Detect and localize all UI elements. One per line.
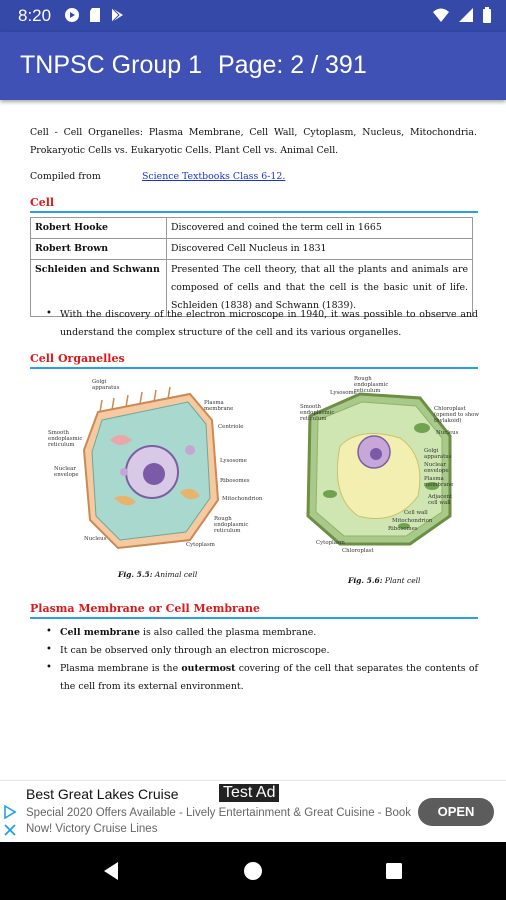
signal-icon: [459, 8, 473, 22]
animal-caption-text: Animal cell: [154, 570, 198, 579]
table-cell-desc: Presented The cell theory, that all the …: [166, 259, 473, 317]
animal-label-golgi: Golgi apparatus: [92, 379, 120, 391]
bullet-marker: •: [46, 308, 52, 319]
compiled-from-line: Compiled from Science Textbooks Class 6-…: [30, 168, 477, 186]
plant-label-lysosome: Lysosome: [330, 390, 357, 396]
back-icon[interactable]: [100, 859, 124, 883]
status-notification-icons: [64, 7, 124, 23]
recents-icon[interactable]: [382, 859, 406, 883]
status-bar: 8:20: [0, 0, 506, 32]
membrane-bullet-1: Cell membrane is also called the plasma …: [60, 624, 478, 642]
membrane-bullet-3: Plasma membrane is the outermost coverin…: [60, 660, 478, 696]
animal-label-centriole: Centriole: [218, 424, 244, 430]
table-cell-desc: Discovered Cell Nucleus in 1831: [166, 238, 473, 260]
bullet-marker: •: [46, 644, 52, 655]
plant-label-nucleus: Nucleus: [436, 430, 459, 436]
animal-cell-caption: Fig. 5.5: Animal cell: [118, 570, 197, 579]
animal-label-plasma: Plasma membrane: [204, 400, 234, 412]
page-indicator: Page: 2 / 391: [218, 51, 367, 79]
plant-cell-illustration: [306, 392, 452, 546]
document-page[interactable]: Cell - Cell Organelles: Plasma Membrane,…: [0, 100, 506, 780]
plant-label-rough-er: Rough endoplasmic reticulum: [354, 376, 389, 394]
plant-caption-text: Plant cell: [384, 576, 421, 585]
membrane-bullet-2: It can be observed only through an elect…: [60, 645, 330, 656]
status-system-icons: [432, 7, 492, 23]
home-icon[interactable]: [241, 859, 265, 883]
plant-cell-figure: Rough endoplasmic reticulum Lysosome Smo…: [300, 376, 480, 576]
animal-label-smooth-er: Smooth endoplasmic reticulum: [48, 430, 83, 448]
animal-label-rough-er: Rough endoplasmic reticulum: [214, 516, 249, 534]
intro-paragraph: Cell - Cell Organelles: Plasma Membrane,…: [30, 127, 477, 156]
membrane-bullet-1-bold: Cell membrane: [60, 627, 140, 638]
status-time: 8:20: [18, 6, 52, 25]
bullet-marker: •: [46, 662, 52, 673]
app-title: TNPSC Group 1: [20, 51, 203, 79]
animal-cell-figure: Golgi apparatus Plasma membrane Centriol…: [40, 379, 280, 580]
compiled-from-label: Compiled from: [30, 171, 101, 182]
notification-icon: [65, 8, 79, 22]
ad-banner[interactable]: Best Great Lakes Cruise Test Ad Special …: [0, 780, 506, 842]
table-cell-name: Robert Hooke: [30, 217, 167, 239]
cell-history-table: Robert Hooke Discovered and coined the t…: [30, 217, 473, 317]
sd-card-icon: [90, 8, 100, 22]
animal-label-lysosome: Lysosome: [220, 458, 247, 464]
animal-label-nucleus: Nucleus: [84, 536, 107, 542]
plant-label-cell-wall: Cell wall: [404, 510, 428, 516]
plant-label-adjacent-wall: Adjacent cell wall: [428, 494, 453, 506]
plant-label-mitochondrion: Mitochondrion: [392, 518, 433, 524]
section-organelles-title: Cell Organelles: [30, 352, 478, 369]
compiled-source-link[interactable]: Science Textbooks Class 6-12.: [142, 171, 286, 182]
plant-label-cytoplasm: Cytoplasm: [316, 540, 345, 546]
animal-label-ribosomes: Ribosomes: [220, 478, 250, 484]
animal-label-mitochondrion: Mitochondrion: [222, 496, 263, 502]
ad-info-icon[interactable]: [4, 805, 16, 819]
bullet-marker: •: [46, 626, 52, 637]
plant-label-ribosomes: Ribosomes: [388, 526, 418, 532]
membrane-bullet-1-text: is also called the plasma membrane.: [139, 627, 317, 638]
section-cell-title: Cell: [30, 196, 478, 213]
animal-cell-illustration: [82, 386, 220, 550]
plant-label-chloroplast: Chloroplast: [342, 548, 374, 554]
membrane-bullet-3-text-a: Plasma membrane is the: [60, 663, 182, 674]
membrane-bullet-3-text-b: covering of the cell that separates the …: [60, 663, 478, 692]
plant-label-plasma: Plasma membrane: [424, 476, 454, 488]
table-cell-name: Schleiden and Schwann: [30, 259, 167, 317]
plant-label-chloroplast-thylakoid: Chloroplast (opened to show thylakoid): [434, 406, 480, 424]
table-cell-name: Robert Brown: [30, 238, 167, 260]
section-membrane-title: Plasma Membrane or Cell Membrane: [30, 602, 478, 619]
table-row: Robert Brown Discovered Cell Nucleus in …: [30, 238, 473, 260]
ad-body-text[interactable]: Special 2020 Offers Available - Lively E…: [26, 807, 412, 835]
plant-cell-caption: Fig. 5.6: Plant cell: [348, 576, 420, 585]
wifi-icon: [433, 8, 449, 22]
plant-label-nuclear-envelope: Nuclear envelope: [424, 462, 449, 474]
table-row: Schleiden and Schwann Presented The cell…: [30, 259, 473, 317]
ad-headline[interactable]: Best Great Lakes Cruise: [26, 786, 179, 802]
plant-label-smooth-er: Smooth endoplasmic reticulum: [300, 404, 335, 422]
table-row: Robert Hooke Discovered and coined the t…: [30, 217, 473, 239]
ad-test-tag: Test Ad: [219, 784, 280, 802]
microscope-bullet: With the discovery of the electron micro…: [60, 309, 478, 338]
ad-open-button[interactable]: OPEN: [418, 798, 494, 826]
membrane-bullet-3-bold: outermost: [181, 663, 236, 674]
ad-close-icon[interactable]: [4, 823, 16, 837]
animal-label-cytoplasm: Cytoplasm: [186, 542, 215, 548]
animal-label-nuclear-envelope: Nuclear envelope: [54, 466, 79, 478]
navigation-bar: [0, 842, 506, 900]
app-bar: TNPSC Group 1 Page: 2 / 391: [0, 32, 506, 100]
animal-caption-number: Fig. 5.5:: [118, 570, 153, 579]
plant-caption-number: Fig. 5.6:: [348, 576, 383, 585]
battery-icon: [483, 7, 491, 23]
play-store-icon: [111, 7, 123, 23]
plant-label-golgi: Golgi apparatus: [424, 448, 452, 460]
table-cell-desc: Discovered and coined the term cell in 1…: [166, 217, 473, 239]
